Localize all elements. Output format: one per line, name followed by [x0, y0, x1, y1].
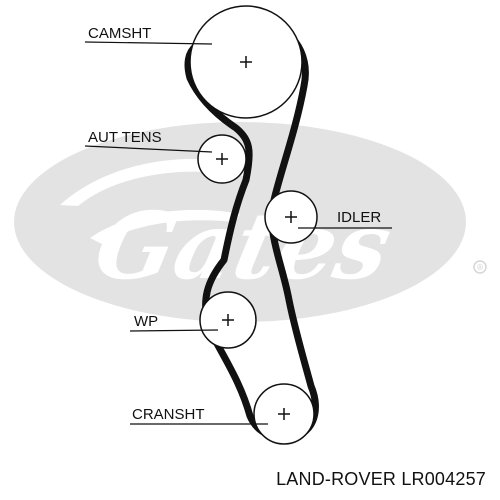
registered-mark: ® — [476, 263, 484, 272]
gates-watermark-logo: Gates ® — [14, 122, 487, 322]
tensioner-label: AUT TENS — [88, 129, 162, 146]
crankshaft-pulley — [253, 383, 315, 445]
water-pump-pulley — [199, 291, 257, 349]
idler-label: IDLER — [337, 209, 381, 226]
tensioner-leader-line — [84, 145, 213, 153]
camshaft-center-mark — [240, 56, 252, 68]
part-number-caption: LAND-ROVER LR004257 — [276, 469, 486, 489]
water-pump-leader-line — [129, 329, 219, 332]
camshaft-pulley — [189, 5, 303, 119]
tensioner-center-mark — [216, 153, 228, 165]
watermark-text: Gates — [86, 192, 400, 300]
registered-mark-circle — [473, 260, 487, 274]
idler-center-mark — [285, 211, 297, 223]
camshaft-leader-line — [84, 41, 213, 45]
crankshaft-center-mark — [278, 408, 290, 420]
camshaft-label: CAMSHT — [88, 25, 151, 42]
water-pump-center-mark — [222, 314, 234, 326]
water-pump-label: WP — [134, 313, 158, 330]
tensioner-pulley — [197, 134, 247, 184]
idler-pulley — [264, 190, 318, 244]
crankshaft-label: CRANSHT — [132, 406, 205, 423]
